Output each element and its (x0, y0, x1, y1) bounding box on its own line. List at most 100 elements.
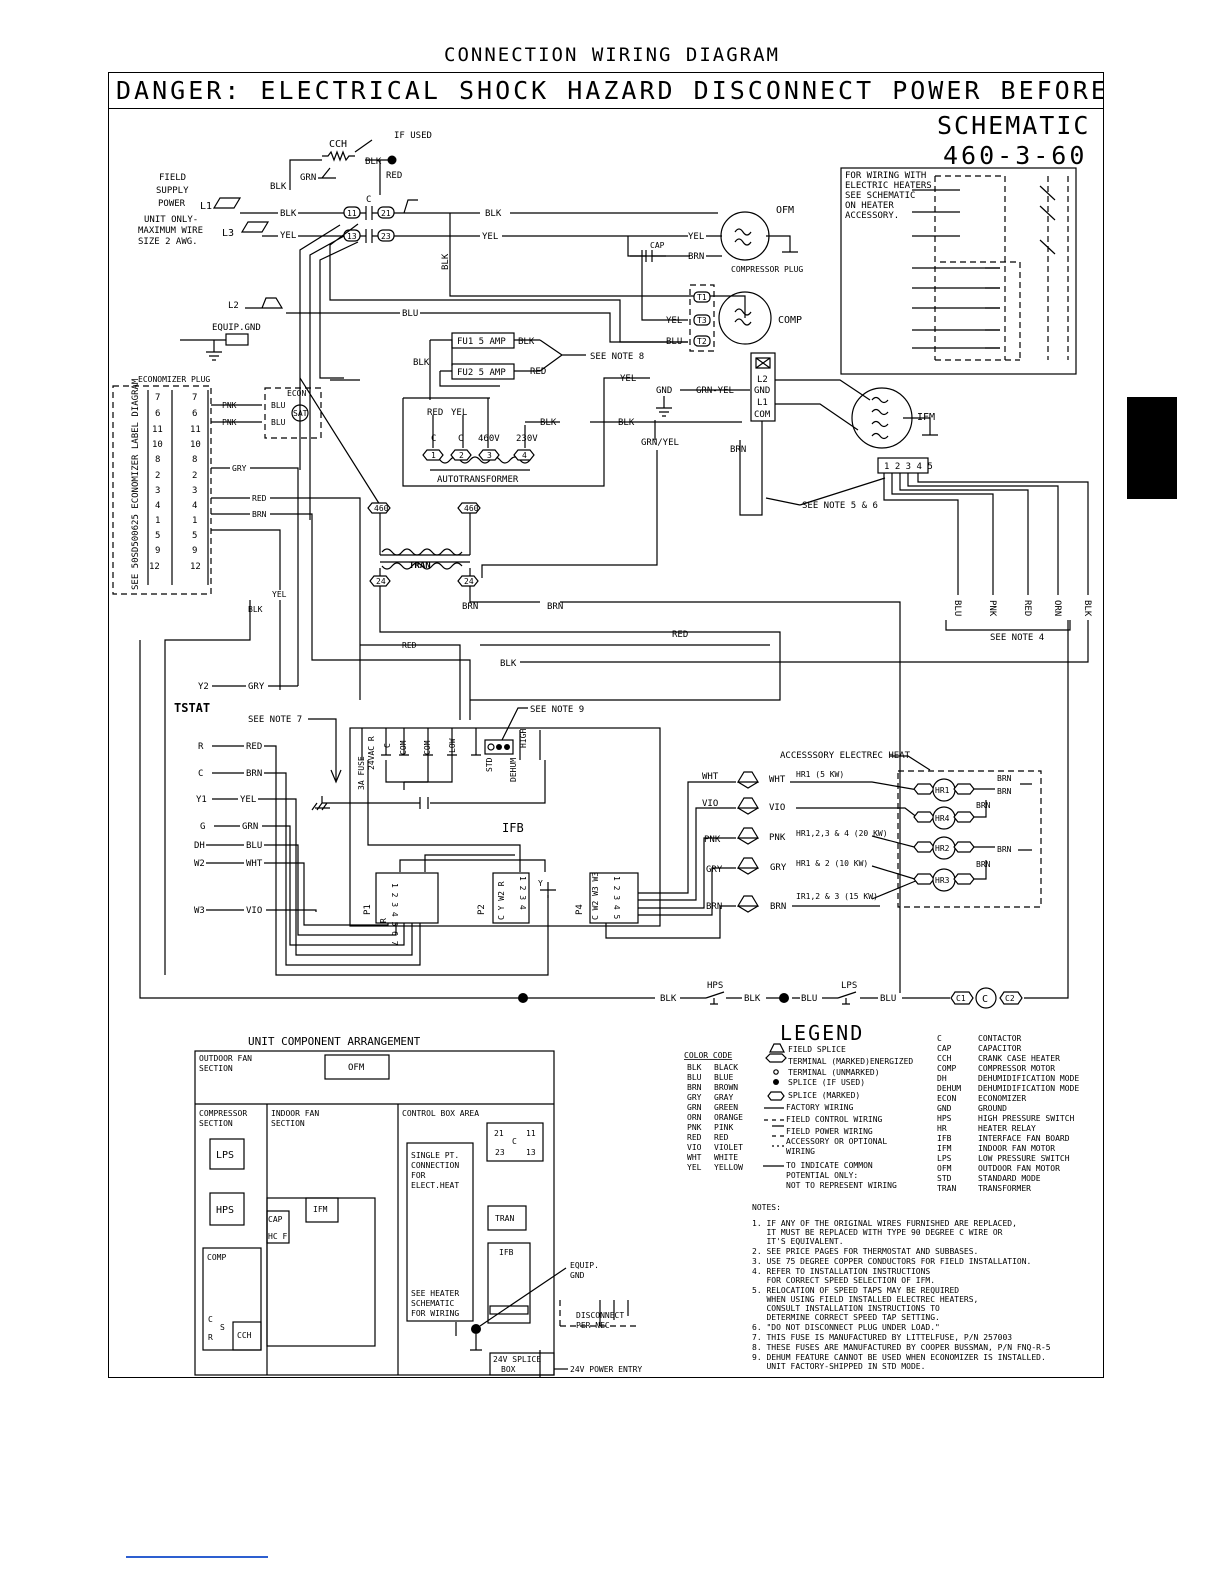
wire-label: YEL (272, 590, 287, 599)
comp-label: COMP (778, 315, 802, 326)
svg-text:YEL: YEL (687, 1163, 702, 1172)
coil-c2: C2 (1005, 994, 1015, 1003)
wire-label: BLK (485, 209, 502, 219)
ifb-dehum-label: DEHUM (509, 758, 518, 782)
equip-gnd-symbol (180, 339, 226, 361)
svg-text:DEHUM: DEHUM (937, 1084, 961, 1093)
heater-accessory-box (897, 770, 1042, 908)
heater-wire-left: WHT (702, 772, 719, 782)
heater-wire-left: PNK (704, 835, 721, 845)
svg-text:STANDARD MODE: STANDARD MODE (978, 1174, 1041, 1183)
arr-ifm: IFM (313, 1205, 328, 1214)
wire-label: BLK (365, 157, 382, 167)
outdoor-fan-section-2: SECTION (199, 1064, 233, 1073)
arr-tran: TRAN (495, 1214, 514, 1223)
svg-text:DEHUMIDIFICATION MODE: DEHUMIDIFICATION MODE (978, 1074, 1079, 1083)
heater-note-line-2: ELECTRIC HEATERS (845, 181, 932, 191)
svg-text:YELLOW: YELLOW (714, 1163, 743, 1172)
svg-text:IT'S EQUIVALENT.: IT'S EQUIVALENT. (752, 1237, 844, 1246)
compressor-plug-label: COMPRESSOR PLUG (731, 265, 803, 274)
wire-label: GRN-YEL (696, 386, 734, 396)
svg-text:GND: GND (937, 1104, 952, 1113)
ifb-com-label-1: COM (399, 740, 408, 755)
svg-text:HR: HR (937, 1124, 947, 1133)
arr-ifm-box (305, 1197, 339, 1223)
if-used-label: IF USED (394, 131, 432, 141)
autotransformer-tap-3: 460V (478, 434, 500, 444)
svg-text:1: 1 (192, 516, 197, 526)
arr-c-11: 11 (526, 1129, 536, 1138)
wire-label: BRN (688, 252, 704, 262)
ifb-gnd (311, 796, 336, 811)
wire-label: YEL (280, 231, 296, 241)
dehum-jumper (484, 739, 514, 755)
arr-comp-box (202, 1247, 262, 1351)
svg-text:IT MUST BE REPLACED WITH TYPE: IT MUST BE REPLACED WITH TYPE 90 DEGREE … (752, 1228, 1003, 1237)
svg-text:DH: DH (937, 1074, 947, 1083)
arr-splice-box-1: 24V SPLICE (493, 1355, 541, 1364)
tstat-wire-labels: GRY RED BRN YEL GRN BLU WHT VIO (240, 682, 265, 916)
svg-text:BRN: BRN (687, 1083, 702, 1092)
svg-text:8. THESE FUSES ARE MANUFACTURE: 8. THESE FUSES ARE MANUFACTURED BY COOPE… (752, 1343, 1051, 1352)
wire-label: BLK (413, 358, 430, 368)
speed-tap-blk: BLK (1082, 600, 1092, 617)
svg-text:BLU: BLU (687, 1073, 702, 1082)
svg-text:10: 10 (190, 440, 201, 450)
ifb-p1-label: P1 (363, 904, 373, 915)
comp-terminal-t2-label: T2 (697, 337, 707, 346)
ifb-high-label: HIGH (519, 729, 528, 748)
economizer-plug-label: ECONOMIZER PLUG (138, 375, 210, 384)
autotransformer-tap-4: 230V (516, 434, 538, 444)
svg-text:LOW PRESSURE SWITCH: LOW PRESSURE SWITCH (978, 1154, 1070, 1163)
svg-text:RED: RED (714, 1133, 729, 1142)
svg-text:9. DEHUM FEATURE CANNOT BE USE: 9. DEHUM FEATURE CANNOT BE USED WHEN ECO… (752, 1353, 1046, 1362)
economizer-label-diagram: SEE 50SD500625 ECONOMIZER LABEL DIAGRAM (131, 378, 141, 590)
grn-yel-run (481, 450, 658, 578)
heater-wire-right: BRN (770, 902, 786, 912)
arr-single-pt-2: CONNECTION (411, 1161, 459, 1170)
tran-secondary-2: 24 (464, 577, 474, 586)
wire-label: RED (252, 494, 267, 503)
contactor-terminal-11: 11 (347, 209, 357, 218)
heater-note-line-3: SEE SCHEMATIC (845, 191, 915, 201)
svg-text:VIO: VIO (687, 1143, 702, 1152)
contactor-terminal-23: 23 (381, 232, 391, 241)
legend-title: LEGEND (780, 1021, 864, 1045)
field-supply-line-6: SIZE 2 AWG. (138, 237, 198, 247)
heater-rating-3: HR1 & 2 (10 KW) (796, 859, 868, 868)
field-supply-line-5: MAXIMUM WIRE (138, 226, 203, 236)
svg-text:2: 2 (155, 471, 160, 481)
svg-text:PNK: PNK (687, 1123, 702, 1132)
economizer-plug (112, 385, 212, 595)
ifb-c-label: C (383, 743, 392, 748)
svg-text:FACTORY WIRING: FACTORY WIRING (786, 1103, 854, 1112)
schematic-label: SCHEMATIC (937, 111, 1090, 140)
wire-label: BLK (500, 659, 517, 669)
danger-banner: DANGER: ELECTRICAL SHOCK HAZARD DISCONNE… (108, 72, 1104, 109)
wire-label: BLK (618, 418, 635, 428)
page-title: CONNECTION WIRING DIAGRAM (444, 44, 780, 66)
tran-label: TRAN (409, 561, 431, 571)
arr-equip-gnd-1: EQUIP. (570, 1261, 599, 1270)
svg-text:3. USE 75 DEGREE COPPER CONDUC: 3. USE 75 DEGREE COPPER CONDUCTORS FOR F… (752, 1257, 1031, 1266)
arr-equip-gnd-2: GND (570, 1271, 585, 1280)
svg-text:12: 12 (149, 562, 160, 572)
arr-power-entry: 24V POWER ENTRY (570, 1365, 642, 1374)
svg-text:5. RELOCATION OF SPEED TAPS MA: 5. RELOCATION OF SPEED TAPS MAY BE REQUI… (752, 1286, 959, 1295)
footer-link-underline[interactable] (126, 1556, 268, 1558)
wire-label: RED (530, 367, 546, 377)
svg-text:RED: RED (246, 742, 262, 752)
ifm-terminal-com: COM (754, 410, 771, 420)
svg-text:2: 2 (192, 471, 197, 481)
cap-label: CAP (650, 241, 665, 250)
heater-field-splices (736, 771, 760, 913)
wire-label: BLU (801, 994, 817, 1004)
p2-pins-num: 1 2 3 4 (518, 876, 527, 910)
jumper-pin (487, 743, 495, 751)
svg-text:6. "DO NOT DISCONNECT PLUG UND: 6. "DO NOT DISCONNECT PLUG UNDER LOAD." (752, 1323, 940, 1332)
speed-tap-red: RED (1022, 600, 1032, 616)
wire-label: BLU (880, 994, 896, 1004)
tran-secondary-wiring (360, 586, 901, 993)
svg-text:FIELD SPLICE: FIELD SPLICE (788, 1045, 846, 1054)
